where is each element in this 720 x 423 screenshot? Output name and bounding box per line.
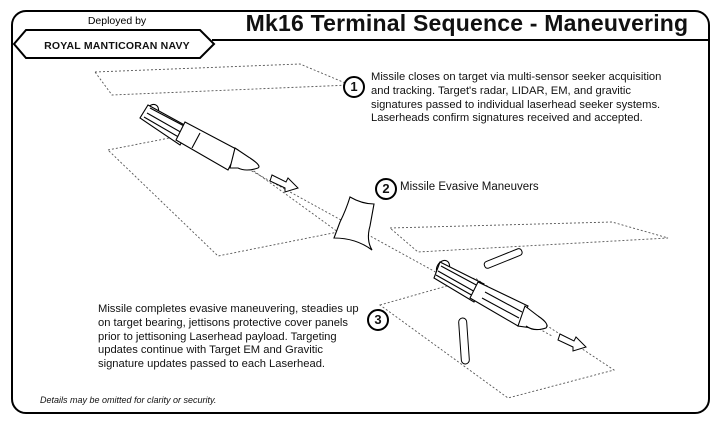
- page-title: Mk16 Terminal Sequence - Maneuvering: [245, 10, 689, 36]
- step-3-text: Missile completes evasive maneuvering, s…: [98, 303, 359, 371]
- missile-1: [139, 103, 260, 171]
- navy-badge-frame: [12, 29, 216, 59]
- plane-top-left: [94, 63, 351, 96]
- motion-arrow-3: [557, 333, 587, 352]
- step-2-badge: 2: [375, 178, 397, 200]
- jettisoned-panel-lower: [458, 317, 470, 365]
- organization-name: ROYAL MANTICORAN NAVY: [44, 40, 190, 52]
- missile-3: [433, 259, 548, 331]
- footnote: Details may be omitted for clarity or se…: [40, 395, 217, 405]
- step-2-text: Missile Evasive Maneuvers: [400, 181, 539, 193]
- plane-right-top: [388, 221, 669, 253]
- step-3-badge: 3: [367, 309, 389, 331]
- step-1-text: Missile closes on target via multi-senso…: [371, 71, 662, 125]
- outer-border: [11, 10, 710, 414]
- plane-lower: [378, 277, 616, 399]
- evasive-maneuver-sheet: [333, 196, 375, 251]
- deployed-by-label: Deployed by: [87, 15, 147, 27]
- step-1-badge: 1: [343, 76, 365, 98]
- motion-arrow-1: [269, 174, 299, 193]
- jettisoned-panel-upper: [483, 248, 523, 269]
